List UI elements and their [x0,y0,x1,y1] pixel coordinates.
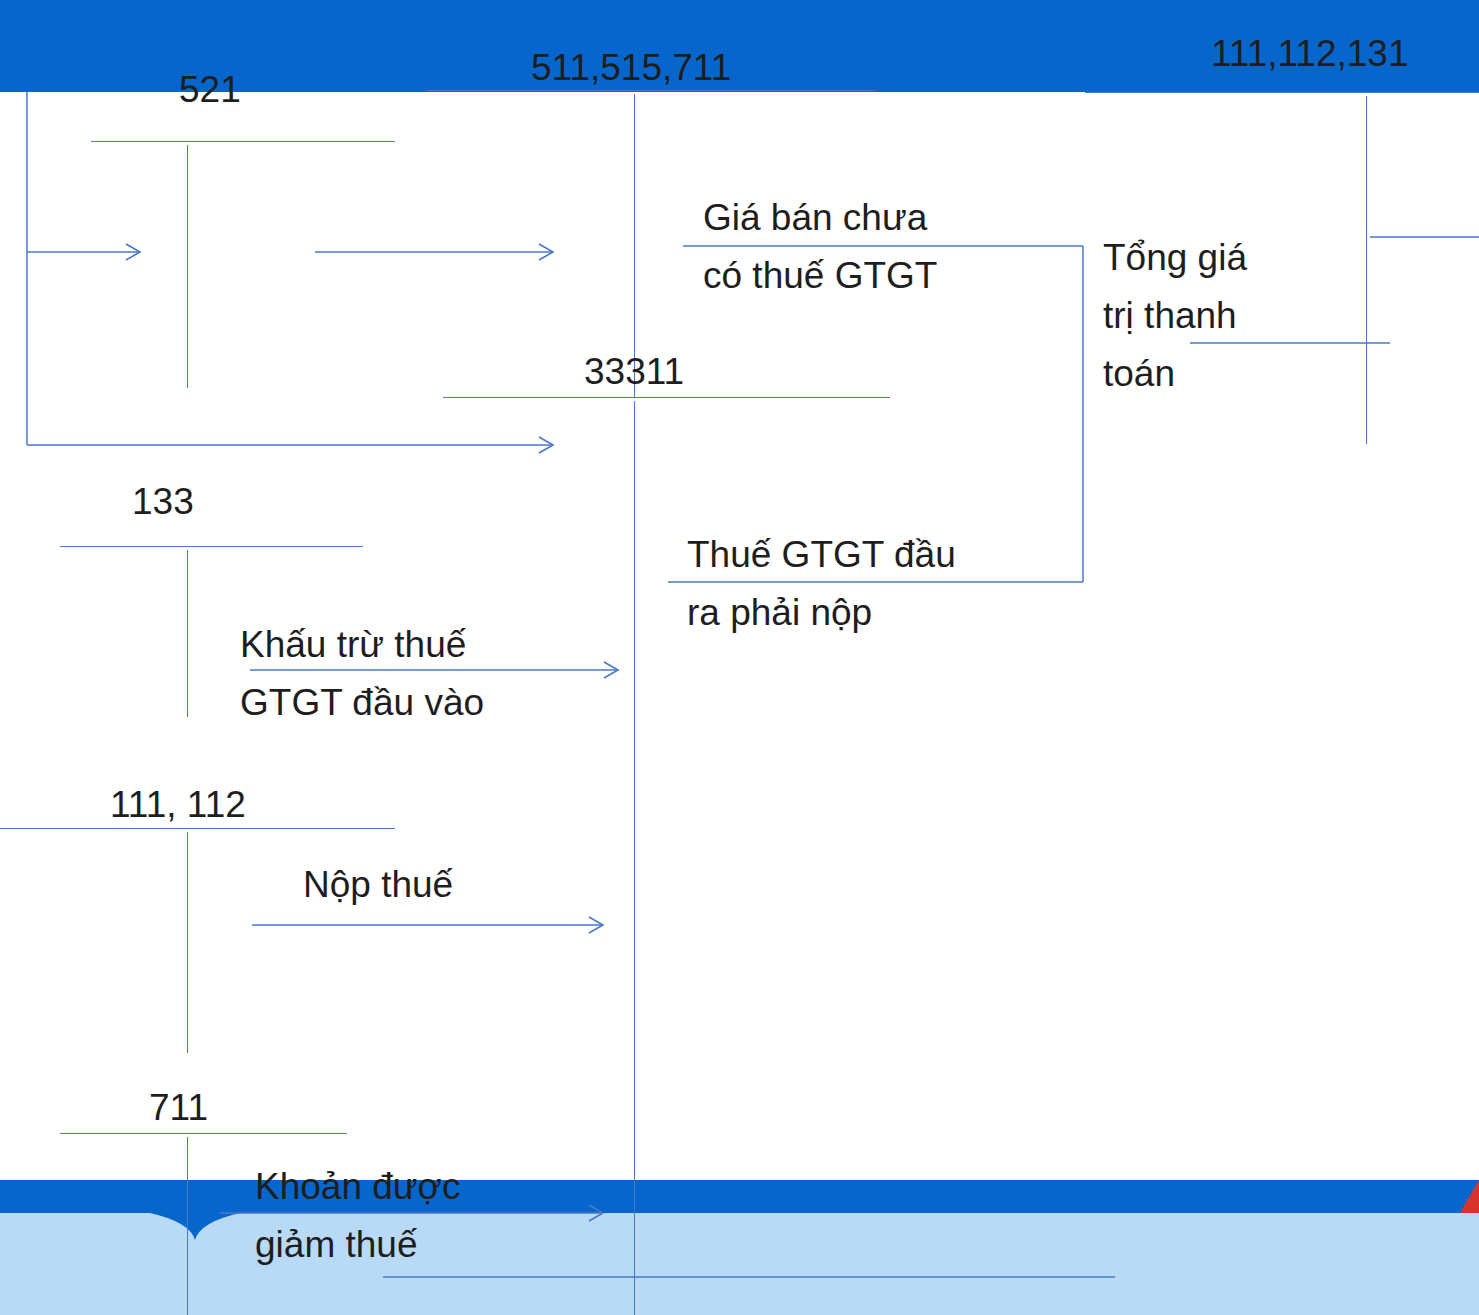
bottom-ground [0,1180,1479,1315]
t-account-rule [91,141,395,142]
account-number: 111, 112 [110,783,246,827]
corner-mark [1460,1180,1479,1213]
t-account: 111, 112 [0,783,395,1053]
posting-arrow [250,669,618,671]
leader-line [1370,236,1479,238]
amount-note: Giá bán chưa có thuế GTGT [703,189,965,305]
arrow-label: Khấu trừ thuế GTGT đầu vào [240,616,530,732]
t-account: 33311 [443,350,890,1315]
posting-arrow [315,251,553,253]
t-account-rule [1366,96,1367,444]
t-account-rule [60,546,363,547]
bracket-line [1082,246,1084,582]
t-account-rule [0,828,395,829]
t-account-rule [187,1137,188,1315]
account-number: 511,515,711 [531,46,731,90]
t-account-rule [443,397,890,398]
amount-note: Tổng giá trị thanh toán [1103,229,1285,403]
amount-note: Thuế GTGT đầu ra phải nộp [687,526,987,642]
account-number: 111,112,131 [1211,32,1409,76]
t-account-rule [427,90,875,91]
account-number: 711 [149,1086,208,1130]
t-account-rule [634,401,635,1315]
t-account: 521 [91,68,395,388]
bottom-band [0,1180,1479,1240]
posting-arrow [220,1212,603,1214]
t-account-rule [187,832,188,1053]
bracket-line [683,245,1083,247]
t-account: 133 [60,480,363,717]
posting-arrow [252,924,603,926]
arrow-label: Khoản được giảm thuế [255,1158,515,1274]
t-account-rule [1085,92,1479,93]
feed-arrow [27,444,553,446]
account-number: 133 [132,480,194,524]
leader-line [1190,342,1390,344]
t-account-rule [187,550,188,717]
t-account-rule [187,145,188,388]
rule-line [383,1276,1115,1278]
feed-line [26,92,28,445]
account-number: 33311 [584,350,684,394]
feed-arrow [27,251,140,253]
bracket-line [668,581,1083,583]
account-number: 521 [179,68,241,112]
arrow-label: Nộp thuế [303,856,523,914]
t-account-rule [60,1133,347,1134]
